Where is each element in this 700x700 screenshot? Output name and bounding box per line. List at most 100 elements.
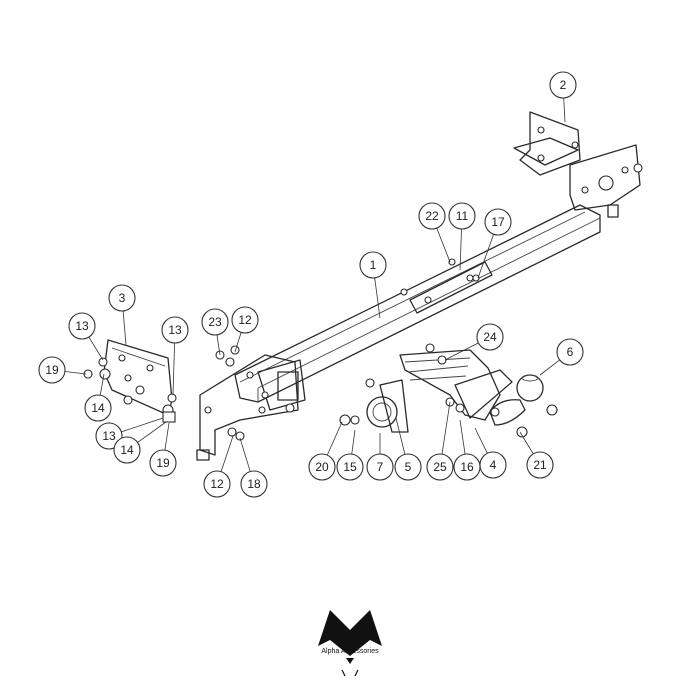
leader-line-13 bbox=[121, 417, 164, 433]
callout-number: 12 bbox=[210, 477, 224, 491]
callout-number: 22 bbox=[425, 209, 439, 223]
tow-ball-assembly bbox=[399, 349, 558, 438]
leader-line-21 bbox=[519, 431, 534, 455]
leader-line-11 bbox=[459, 228, 462, 271]
callout-circle bbox=[161, 316, 189, 344]
callout-number: 7 bbox=[377, 460, 384, 474]
callout-circle bbox=[95, 422, 123, 450]
callout-number: 21 bbox=[533, 458, 547, 472]
part-callout-25: 25 bbox=[426, 453, 454, 481]
electrical-socket bbox=[366, 379, 409, 433]
part-callout-13: 13 bbox=[95, 422, 123, 450]
part-callout-12: 12 bbox=[203, 470, 231, 498]
part-callout-24: 24 bbox=[476, 323, 504, 351]
callout-number: 20 bbox=[315, 460, 329, 474]
callout-circle bbox=[453, 453, 481, 481]
leader-lines bbox=[64, 97, 566, 472]
callout-number: 24 bbox=[483, 330, 497, 344]
part-callout-11: 11 bbox=[448, 202, 476, 230]
leader-line-1 bbox=[374, 277, 381, 319]
callout-number: 13 bbox=[168, 323, 182, 337]
callout-number: 6 bbox=[567, 345, 574, 359]
callout-number: 2 bbox=[560, 78, 567, 92]
part-callout-2: 2 bbox=[549, 71, 577, 99]
logo-text: Alpha Accessories bbox=[321, 648, 379, 655]
callout-number: 11 bbox=[456, 209, 469, 223]
part-callout-19: 19 bbox=[38, 356, 66, 384]
callout-circle bbox=[366, 453, 394, 481]
part-callout-5: 5 bbox=[394, 453, 422, 481]
leader-line-14 bbox=[137, 421, 167, 443]
callout-number: 4 bbox=[490, 458, 497, 472]
callout-number: 3 bbox=[119, 291, 126, 305]
callout-circle bbox=[448, 202, 476, 230]
leader-line-6 bbox=[539, 359, 560, 376]
part-callout-13: 13 bbox=[161, 316, 189, 344]
callout-circle bbox=[549, 71, 577, 99]
leader-line-3 bbox=[122, 310, 127, 346]
leader-line-2 bbox=[563, 97, 566, 123]
callout-circle bbox=[336, 453, 364, 481]
part-callout-13: 13 bbox=[68, 312, 96, 340]
part-callout-3: 3 bbox=[108, 284, 136, 312]
part-callout-22: 22 bbox=[418, 202, 446, 230]
leader-line-5 bbox=[395, 417, 406, 455]
leader-line-13 bbox=[88, 336, 104, 361]
leader-line-4 bbox=[474, 427, 488, 454]
leader-line-14 bbox=[99, 373, 105, 396]
callout-circle bbox=[484, 208, 512, 236]
part-callout-21: 21 bbox=[526, 451, 554, 479]
leader-line-24 bbox=[444, 342, 479, 361]
part-callout-17: 17 bbox=[484, 208, 512, 236]
leader-line-17 bbox=[477, 234, 495, 279]
part-callout-15: 15 bbox=[336, 453, 364, 481]
callout-circle bbox=[38, 356, 66, 384]
callout-number: 17 bbox=[491, 215, 505, 229]
callout-number: 12 bbox=[238, 313, 252, 327]
callout-number: 13 bbox=[102, 429, 116, 443]
callout-number: 14 bbox=[91, 401, 105, 415]
leader-line-15 bbox=[351, 429, 356, 455]
callout-circle bbox=[201, 308, 229, 336]
left-end-bracket bbox=[196, 354, 306, 461]
callout-number: 16 bbox=[460, 460, 474, 474]
leader-line-12 bbox=[234, 332, 242, 353]
callout-number: 15 bbox=[343, 460, 357, 474]
callout-circle bbox=[149, 449, 177, 477]
callout-circle bbox=[203, 470, 231, 498]
part-callout-12: 12 bbox=[231, 306, 259, 334]
left-side-bracket bbox=[103, 339, 173, 416]
part-callout-23: 23 bbox=[201, 308, 229, 336]
callout-circle bbox=[426, 453, 454, 481]
callout-circle bbox=[308, 453, 336, 481]
leader-line-19 bbox=[164, 422, 170, 451]
callout-circle bbox=[231, 306, 259, 334]
leader-line-13 bbox=[172, 342, 175, 396]
callout-circle bbox=[68, 312, 96, 340]
leader-line-12 bbox=[220, 435, 234, 472]
callout-number: 19 bbox=[156, 456, 170, 470]
callout-number: 5 bbox=[405, 460, 412, 474]
callout-number: 18 bbox=[247, 477, 261, 491]
callout-number: 23 bbox=[208, 315, 222, 329]
part-callout-14: 14 bbox=[84, 394, 112, 422]
right-side-bracket bbox=[513, 111, 643, 218]
callout-circle bbox=[108, 284, 136, 312]
part-callout-20: 20 bbox=[308, 453, 336, 481]
callout-circle bbox=[526, 451, 554, 479]
part-callout-14: 14 bbox=[113, 436, 141, 464]
callout-circle bbox=[113, 436, 141, 464]
main-crossbar bbox=[234, 204, 601, 403]
alpha-accessories-logo bbox=[318, 610, 382, 677]
part-callout-4: 4 bbox=[479, 451, 507, 479]
callout-number: 19 bbox=[45, 363, 59, 377]
callout-number: 25 bbox=[433, 460, 447, 474]
callout-circle bbox=[556, 338, 584, 366]
part-callout-7: 7 bbox=[366, 453, 394, 481]
callout-circle bbox=[394, 453, 422, 481]
leader-line-18 bbox=[239, 437, 251, 472]
leader-line-23 bbox=[216, 334, 221, 356]
leader-line-25 bbox=[441, 401, 451, 455]
